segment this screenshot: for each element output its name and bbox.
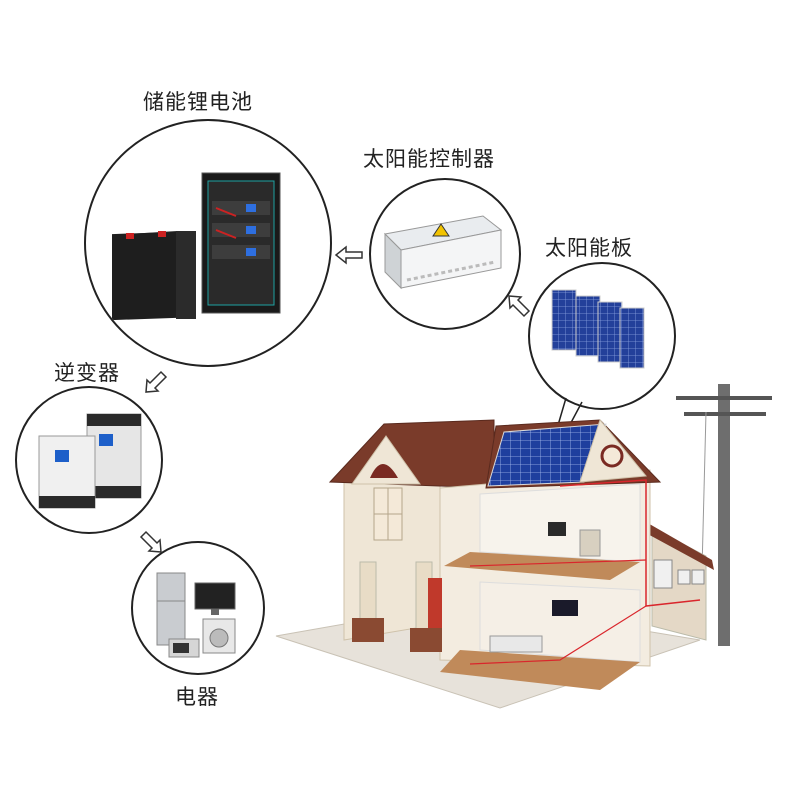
panels-illustration	[551, 289, 645, 369]
appliances-illustration	[156, 572, 236, 658]
arrow-battery-to-inverter-icon	[145, 370, 168, 393]
inverter-unit-back-icon	[86, 413, 142, 499]
arrow-panels-to-controller-icon	[508, 295, 531, 318]
fridge-icon	[156, 572, 186, 646]
inverter-illustration	[38, 413, 142, 509]
arrow-controller-to-battery-icon	[334, 245, 363, 265]
battery-label: 储能锂电池	[143, 90, 253, 114]
washer-icon	[202, 618, 236, 654]
wiring-lines	[559, 479, 701, 607]
battery-circle	[84, 119, 332, 367]
inverter-unit-front-icon	[38, 435, 96, 509]
controller-label: 太阳能控制器	[363, 147, 495, 171]
inverter-label: 逆变器	[54, 361, 120, 385]
controller-box-icon	[383, 215, 503, 290]
battery-block-icon	[112, 231, 196, 321]
solar-panel-icon	[551, 289, 645, 369]
tv-icon	[194, 582, 236, 615]
battery-cabinet-icon	[201, 172, 281, 314]
panels-label: 太阳能板	[545, 236, 633, 260]
appliances-label: 电器	[175, 685, 219, 709]
microwave-icon	[168, 638, 200, 658]
wall-inverter-box	[653, 559, 673, 589]
inverter-circle	[15, 386, 163, 534]
controller-illustration	[383, 215, 503, 290]
utility-pole-icon	[676, 384, 772, 646]
battery-illustration	[112, 172, 281, 321]
appliances-circle	[131, 541, 265, 675]
panels-circle	[528, 262, 676, 410]
controller-circle	[369, 178, 521, 330]
arrow-inverter-to-appliances-icon	[139, 530, 162, 553]
